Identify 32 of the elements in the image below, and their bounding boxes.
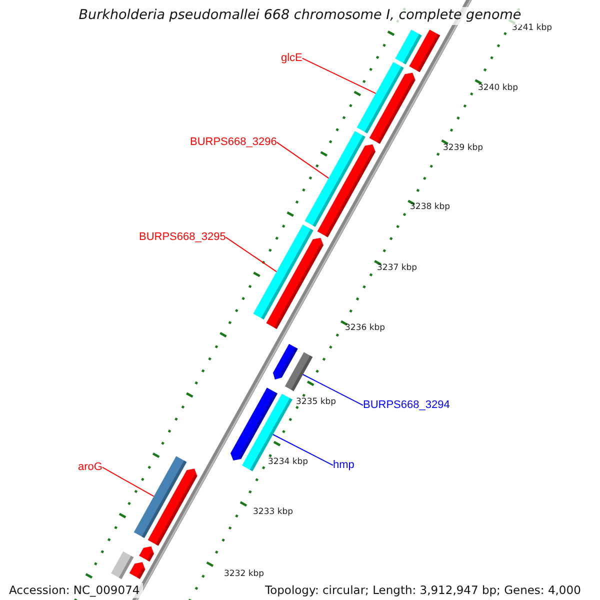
gene-label: hmp bbox=[333, 459, 354, 472]
scale-label: 3235 kbp bbox=[296, 398, 336, 408]
scale-label: 3241 kbp bbox=[512, 24, 552, 34]
leader-line bbox=[302, 374, 364, 406]
scale-label: 3233 kbp bbox=[253, 508, 294, 518]
gene-feature bbox=[139, 546, 154, 562]
gene-feature bbox=[266, 238, 324, 330]
gene-feature bbox=[111, 551, 134, 580]
gene-label: glcE bbox=[281, 52, 302, 65]
gene-feature bbox=[409, 30, 440, 72]
accession-text: Accession: NC_009074 bbox=[6, 583, 143, 598]
leader-line bbox=[302, 58, 376, 94]
scale-label: 3236 kbp bbox=[345, 324, 386, 334]
gene-label: BURPS668_3294 bbox=[363, 399, 450, 412]
gene-label: BURPS668_3295 bbox=[139, 231, 226, 244]
gene-label: BURPS668_3296 bbox=[190, 136, 277, 149]
leader-line bbox=[272, 434, 334, 466]
scale-label: 3239 kbp bbox=[443, 144, 484, 154]
gene-feature bbox=[242, 394, 292, 472]
leader-line bbox=[102, 466, 154, 497]
gene-feature bbox=[129, 562, 146, 580]
scale-label: 3240 kbp bbox=[478, 84, 518, 94]
scale-label: 3237 kbp bbox=[377, 264, 418, 274]
gene-feature bbox=[284, 352, 313, 392]
scale-label: 3232 kbp bbox=[224, 570, 264, 580]
gene-feature bbox=[148, 468, 198, 546]
gene-label: aroG bbox=[78, 461, 102, 474]
scale-label: 3238 kbp bbox=[410, 203, 450, 213]
scale-label: 3234 kbp bbox=[268, 458, 308, 468]
gene-feature bbox=[317, 144, 376, 238]
gene-feature bbox=[369, 72, 416, 144]
leader-line bbox=[225, 236, 278, 272]
